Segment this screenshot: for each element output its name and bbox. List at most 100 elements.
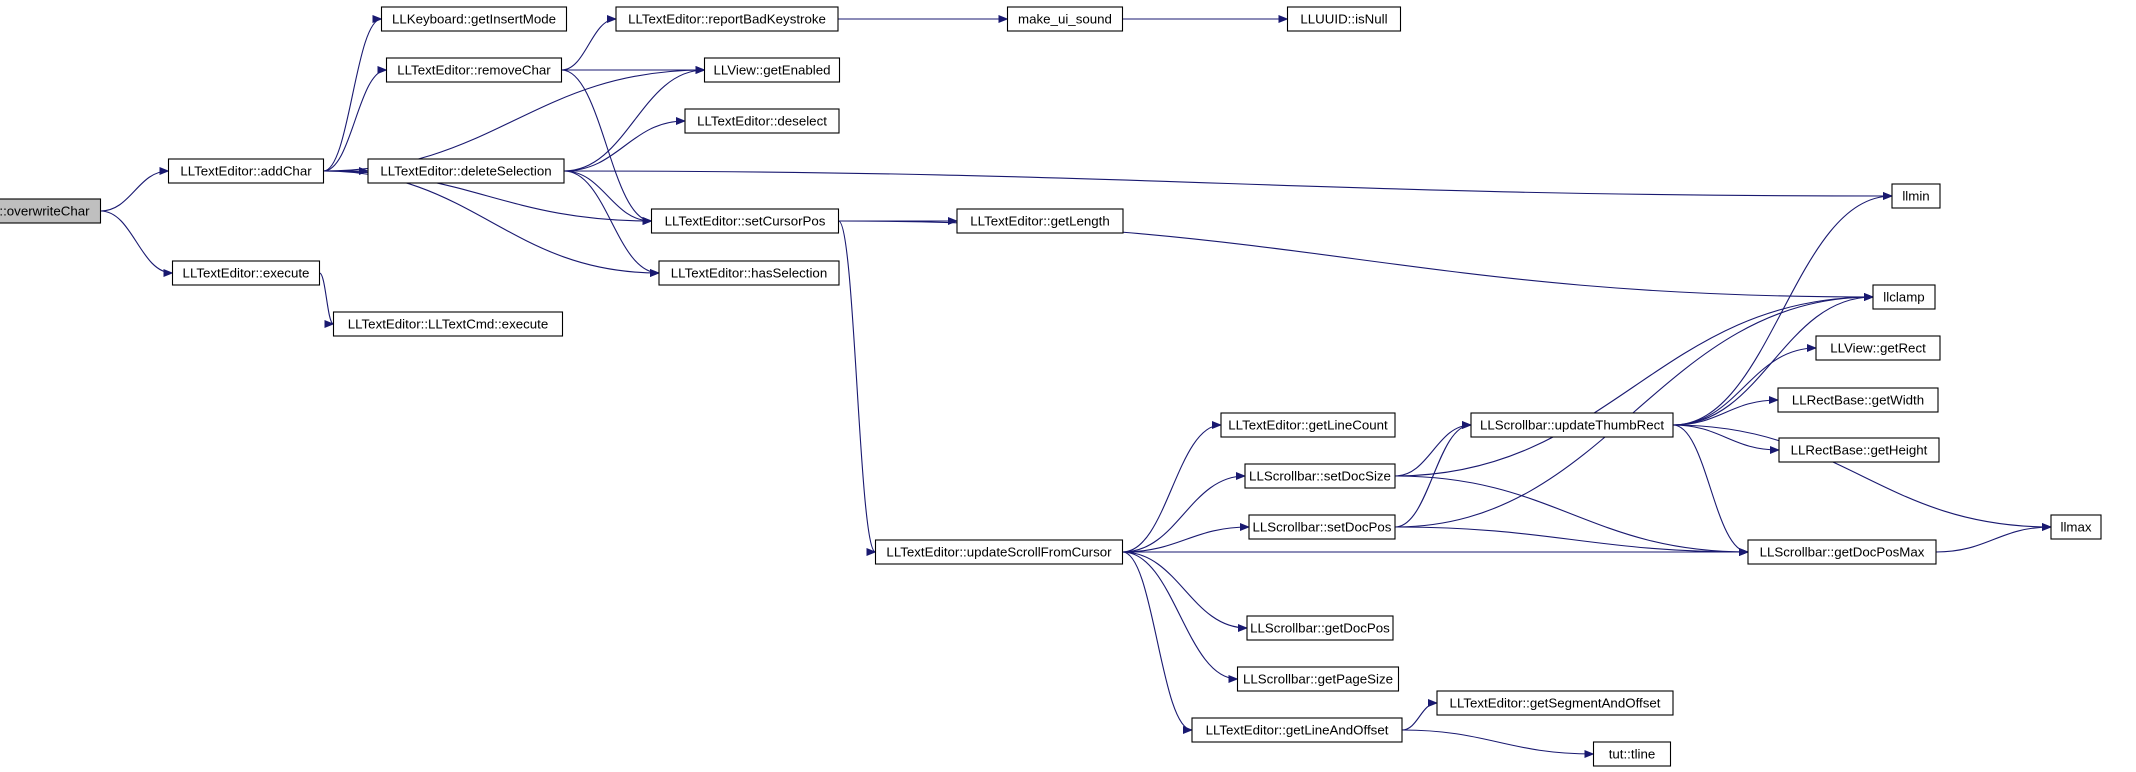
node-llmin[interactable]: llmin [1891,183,1941,209]
edge-update-thumb-rect-to-llclamp [1672,293,1874,426]
edge-set-doc-pos-to-get-doc-pos-max [1394,526,1749,556]
edge-update-scroll-from-cursor-to-set-doc-size [1122,472,1246,553]
node-delete-selection[interactable]: LLTextEditor::deleteSelection [367,158,565,184]
edge-update-thumb-rect-to-get-doc-pos-max [1672,424,1749,556]
node-box[interactable] [874,539,1124,565]
node-get-line-and-offset[interactable]: LLTextEditor::getLineAndOffset [1191,717,1403,743]
node-box[interactable] [1246,615,1394,641]
node-box[interactable] [167,158,325,184]
edge-get-line-and-offset-to-tline [1401,729,1595,758]
node-box[interactable] [1778,437,1940,463]
node-label: LLScrollbar::updateThumbRect [1480,418,1664,433]
node-box[interactable] [1592,741,1672,767]
node-get-line-count[interactable]: LLTextEditor::getLineCount [1220,412,1396,438]
edge-update-thumb-rect-to-llmin [1672,192,1893,426]
node-get-insert-mode[interactable]: LLKeyboard::getInsertMode [380,6,568,32]
node-label: make_ui_sound [1018,12,1112,27]
node-label: LLScrollbar::getPageSize [1243,672,1393,687]
node-label: LLTextEditor::reportBadKeystroke [628,12,826,27]
node-get-rect[interactable]: LLView::getRect [1815,335,1941,361]
node-get-width[interactable]: LLRectBase::getWidth [1777,387,1939,413]
node-box[interactable] [171,260,321,286]
node-overwrite-char[interactable]: LLTextEditor::overwriteChar [0,198,102,224]
node-update-thumb-rect[interactable]: LLScrollbar::updateThumbRect [1470,412,1674,438]
edge-update-scroll-from-cursor-to-get-line-count [1122,421,1222,553]
edge-update-scroll-from-cursor-to-get-doc-pos [1122,551,1248,632]
node-deselect[interactable]: LLTextEditor::deselect [684,108,840,134]
node-set-cursor-pos[interactable]: LLTextEditor::setCursorPos [650,208,840,234]
edge-update-thumb-rect-to-llmax [1672,424,2052,531]
node-box[interactable] [1436,690,1674,716]
node-get-enabled[interactable]: LLView::getEnabled [703,57,841,83]
edge-set-doc-size-to-get-doc-pos-max [1394,475,1749,556]
node-remove-char[interactable]: LLTextEditor::removeChar [385,57,563,83]
edges-layer [100,15,2052,758]
edge-update-thumb-rect-to-get-rect [1672,344,1817,426]
edge-add-char-to-get-insert-mode [323,15,383,172]
node-update-scroll-from-cursor[interactable]: LLTextEditor::updateScrollFromCursor [874,539,1124,565]
node-execute[interactable]: LLTextEditor::execute [171,260,321,286]
node-get-segment-and-offset[interactable]: LLTextEditor::getSegmentAndOffset [1436,690,1674,716]
node-is-null[interactable]: LLUUID::isNull [1286,6,1402,32]
node-box[interactable] [1891,183,1941,209]
node-get-doc-pos[interactable]: LLScrollbar::getDocPos [1246,615,1394,641]
node-add-char[interactable]: LLTextEditor::addChar [167,158,325,184]
edge-update-scroll-from-cursor-to-get-line-and-offset [1122,551,1193,734]
node-label: LLRectBase::getWidth [1792,393,1924,408]
node-label: LLKeyboard::getInsertMode [392,12,556,27]
node-label: LLTextEditor::getSegmentAndOffset [1450,696,1661,711]
node-box[interactable] [1815,335,1941,361]
node-label: LLTextEditor::getLength [970,214,1109,229]
node-box[interactable] [684,108,840,134]
edge-remove-char-to-report-bad-keystroke [561,15,617,71]
node-box[interactable] [956,208,1124,234]
node-set-doc-pos[interactable]: LLScrollbar::setDocPos [1248,514,1396,540]
node-has-selection[interactable]: LLTextEditor::hasSelection [658,260,840,286]
node-make-ui-sound[interactable]: make_ui_sound [1006,6,1124,32]
edge-add-char-to-has-selection [323,170,660,277]
node-box[interactable] [615,6,839,32]
node-box[interactable] [1191,717,1403,743]
node-label: LLTextEditor::getLineCount [1228,418,1388,433]
node-box[interactable] [367,158,565,184]
edge-delete-selection-to-has-selection [563,170,660,277]
node-label: llmax [2060,520,2091,535]
node-box[interactable] [0,198,102,224]
node-llclamp[interactable]: llclamp [1872,284,1936,310]
node-box[interactable] [380,6,568,32]
node-cmd-execute[interactable]: LLTextEditor::LLTextCmd::execute [332,311,564,337]
node-label: LLTextEditor::deselect [697,114,827,129]
node-box[interactable] [1006,6,1124,32]
node-box[interactable] [385,57,563,83]
node-box[interactable] [1236,666,1400,692]
edge-overwrite-char-to-execute [100,210,174,277]
node-box[interactable] [1244,463,1396,489]
node-box[interactable] [1747,539,1937,565]
node-llmax[interactable]: llmax [2050,514,2102,540]
node-label: LLTextEditor::removeChar [397,63,551,78]
node-label: LLTextEditor::hasSelection [671,266,827,281]
node-label: LLTextEditor::LLTextCmd::execute [348,317,549,332]
node-box[interactable] [1220,412,1396,438]
node-box[interactable] [1248,514,1396,540]
node-box[interactable] [1872,284,1936,310]
node-box[interactable] [1286,6,1402,32]
node-label: LLUUID::isNull [1300,12,1387,27]
node-get-doc-pos-max[interactable]: LLScrollbar::getDocPosMax [1747,539,1937,565]
node-box[interactable] [2050,514,2102,540]
node-box[interactable] [650,208,840,234]
node-box[interactable] [1470,412,1674,438]
node-report-bad-keystroke[interactable]: LLTextEditor::reportBadKeystroke [615,6,839,32]
node-box[interactable] [1777,387,1939,413]
edge-update-thumb-rect-to-get-height [1672,424,1780,454]
node-get-page-size[interactable]: LLScrollbar::getPageSize [1236,666,1400,692]
node-tline[interactable]: tut::tline [1592,741,1672,767]
node-box[interactable] [332,311,564,337]
node-set-doc-size[interactable]: LLScrollbar::setDocSize [1244,463,1396,489]
node-get-height[interactable]: LLRectBase::getHeight [1778,437,1940,463]
node-box[interactable] [703,57,841,83]
node-box[interactable] [658,260,840,286]
node-label: tut::tline [1609,747,1656,762]
node-get-length[interactable]: LLTextEditor::getLength [956,208,1124,234]
